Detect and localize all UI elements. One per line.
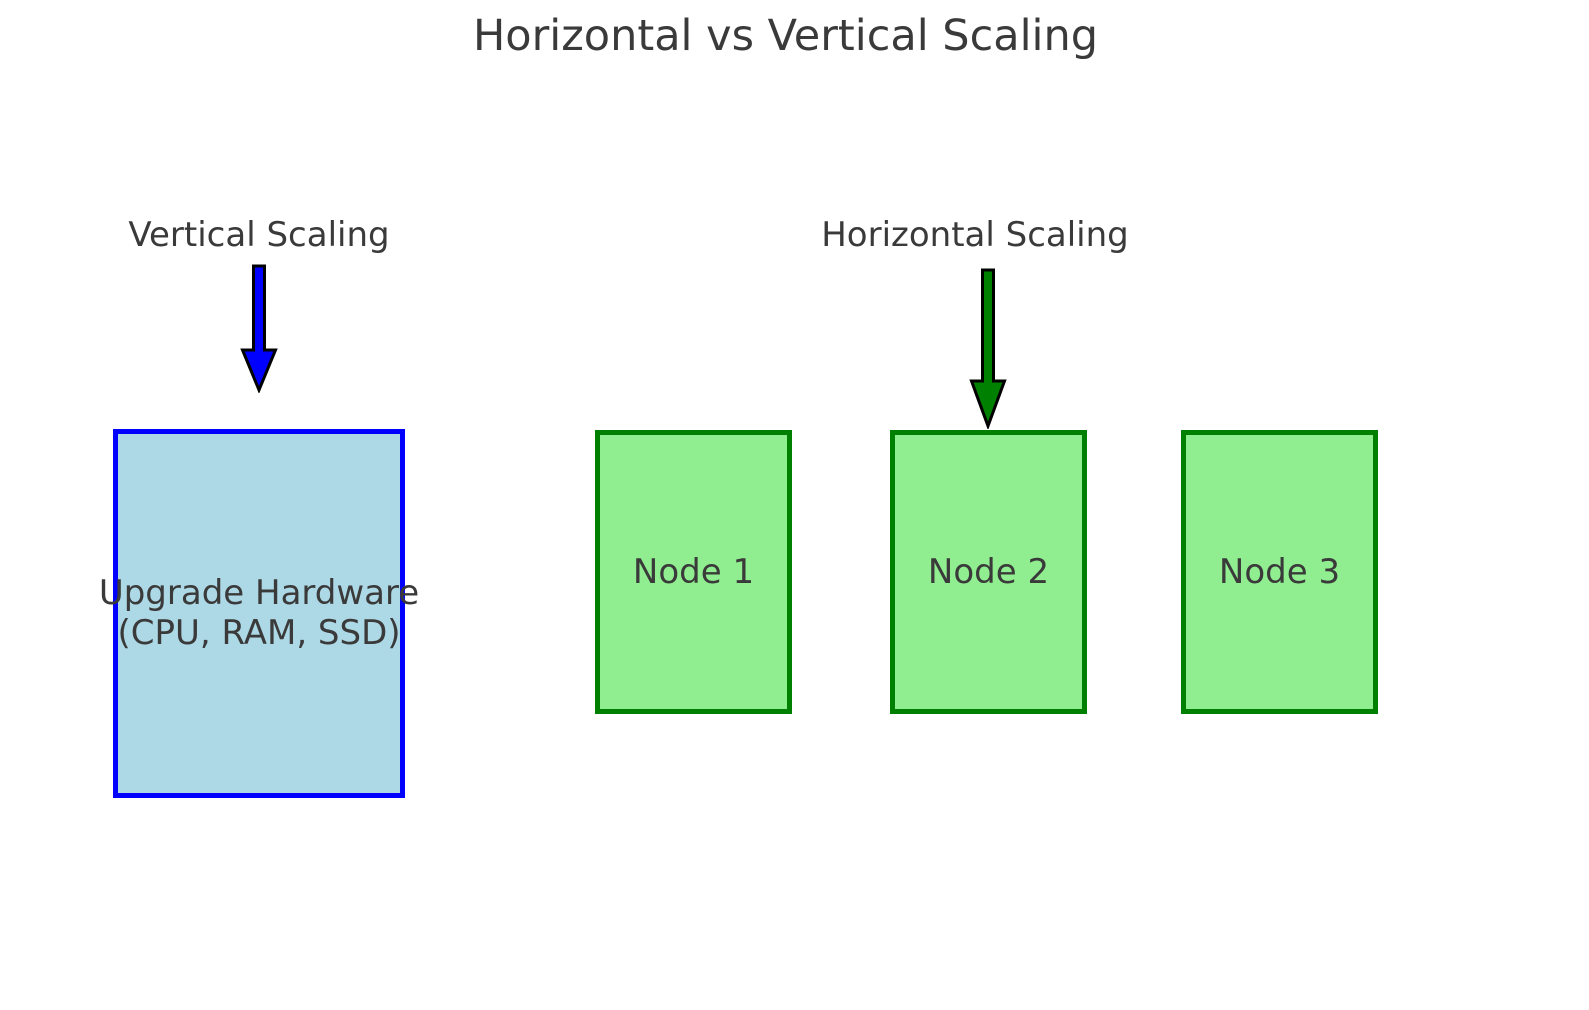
node-2-label: Node 2 [927,552,1050,592]
upgrade-hardware-line2: (CPU, RAM, SSD) [117,612,401,653]
down-arrow-icon [969,268,1007,429]
node-1-box: Node 1 [595,430,792,714]
diagram-title: Horizontal vs Vertical Scaling [472,11,1099,61]
horizontal-scaling-label: Horizontal Scaling [821,215,1129,255]
node-3-box: Node 3 [1181,430,1378,714]
horizontal-scaling-down-arrow-icon [969,268,1007,429]
down-arrow-icon [240,264,278,393]
upgrade-hardware-box: Upgrade Hardware (CPU, RAM, SSD) [99,429,419,798]
vertical-scaling-down-arrow-icon [240,264,278,393]
node-3-label: Node 3 [1218,552,1341,592]
node-2-box: Node 2 [890,430,1087,714]
node-1-label: Node 1 [632,552,755,592]
vertical-scaling-label: Vertical Scaling [128,215,390,255]
upgrade-hardware-line1: Upgrade Hardware [98,573,420,614]
upgrade-hardware-box-text: Upgrade Hardware (CPU, RAM, SSD) [98,573,420,653]
